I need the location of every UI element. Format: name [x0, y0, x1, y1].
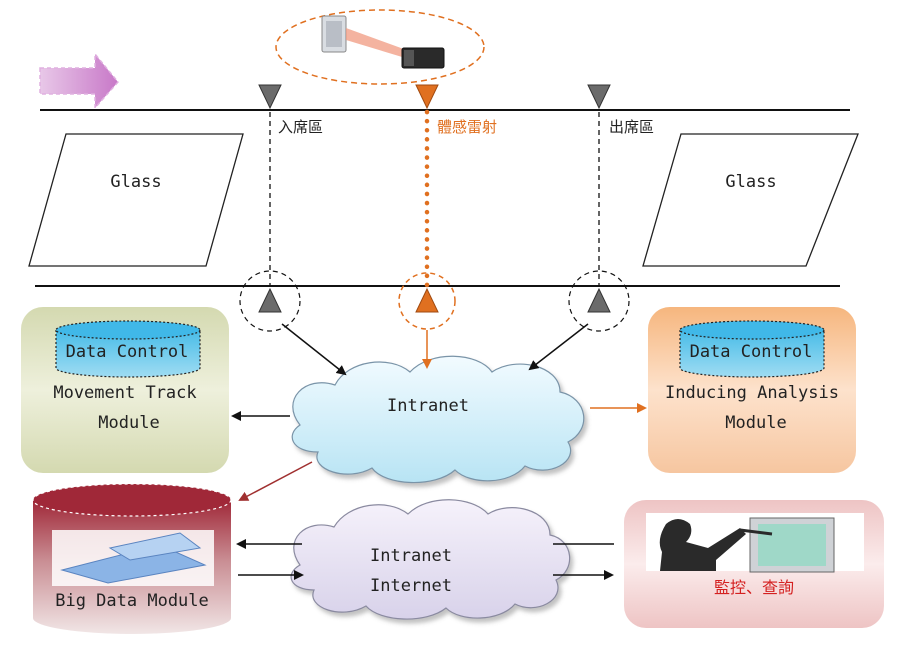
network-cloud — [290, 499, 571, 620]
glass-right-label: Glass — [725, 172, 777, 192]
glass-left-label: Glass — [110, 172, 162, 192]
inducing-db-label: Data Control — [689, 342, 813, 362]
sensor-triangle-icon — [258, 287, 282, 313]
intranet-cloud-label: Intranet — [387, 396, 469, 416]
intranet-cloud — [291, 355, 585, 484]
sensor-triangle-icon — [587, 287, 611, 313]
laser-sensor-label: 體感雷射 — [437, 118, 498, 136]
big-data-cylinder — [32, 483, 232, 634]
sensor-triangle-icon — [415, 84, 439, 110]
exit-zone-label: 出席區 — [609, 118, 655, 136]
network-cloud-line2: Internet — [370, 576, 452, 596]
movement-module-line1: Movement Track — [53, 383, 197, 403]
laser-sensor-icon — [321, 15, 445, 69]
right-arrow-icon — [39, 51, 119, 110]
sensor-triangle-icon — [258, 84, 282, 110]
movement-db-label: Data Control — [65, 342, 189, 362]
person-monitor-icon — [646, 513, 864, 573]
inducing-module-line1: Inducing Analysis — [665, 383, 839, 403]
movement-module-line2: Module — [98, 413, 160, 433]
sensor-triangle-icon — [587, 84, 611, 110]
inducing-module-line2: Module — [725, 413, 787, 433]
database-icon — [55, 320, 201, 378]
database-icon — [679, 320, 825, 378]
sensor-triangle-icon — [415, 287, 439, 313]
monitor-query-label: 監控、查詢 — [713, 578, 795, 597]
laser-sensor-group — [275, 9, 485, 85]
big-data-module-label: Big Data Module — [55, 591, 209, 611]
glass-panel-right — [642, 133, 859, 267]
glass-panel-left — [28, 133, 244, 267]
entry-zone-label: 入席區 — [278, 118, 324, 136]
network-cloud-line1: Intranet — [370, 546, 452, 566]
